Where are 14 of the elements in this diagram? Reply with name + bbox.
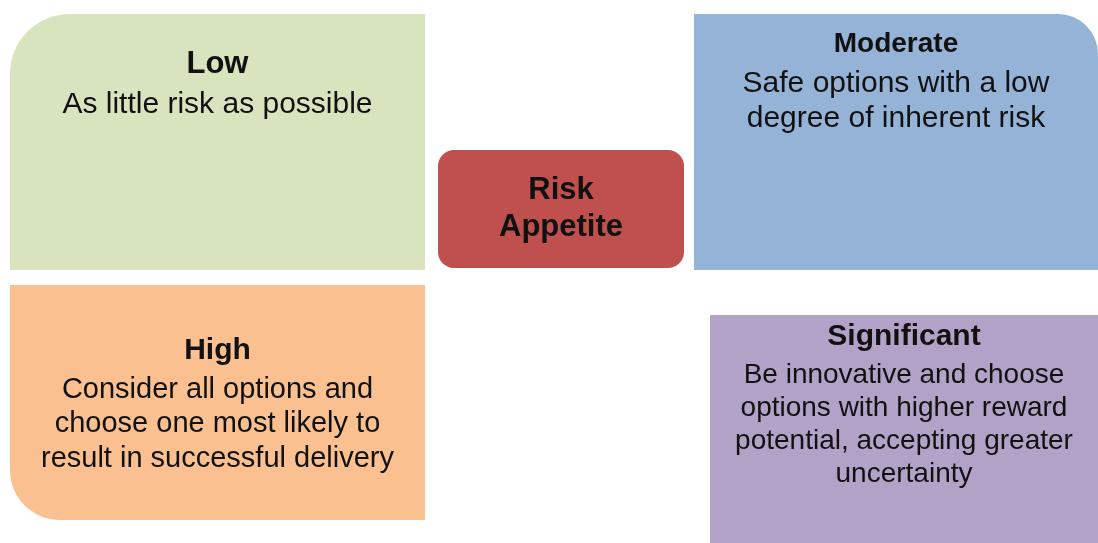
category-title: Significant (827, 317, 981, 353)
category-title: Moderate (833, 26, 959, 60)
category-description: Safe options with a low degree of inherent risk (741, 63, 1051, 135)
category-description: As little risk as possible (62, 85, 373, 121)
category-box (10, 285, 425, 520)
center-box (438, 150, 684, 268)
category-description: Consider all options and choose one most likely to result in successful delivery (40, 371, 395, 474)
category-description: Be innovative and choose options with higher reward potential, accepting greater uncertainty (734, 357, 1074, 490)
center-title: Risk Appetite (498, 169, 624, 245)
category-box (710, 315, 1098, 543)
category-title: High (184, 331, 251, 368)
category-box (10, 14, 425, 270)
category-box (694, 14, 1098, 270)
category-title: Low (186, 44, 249, 82)
